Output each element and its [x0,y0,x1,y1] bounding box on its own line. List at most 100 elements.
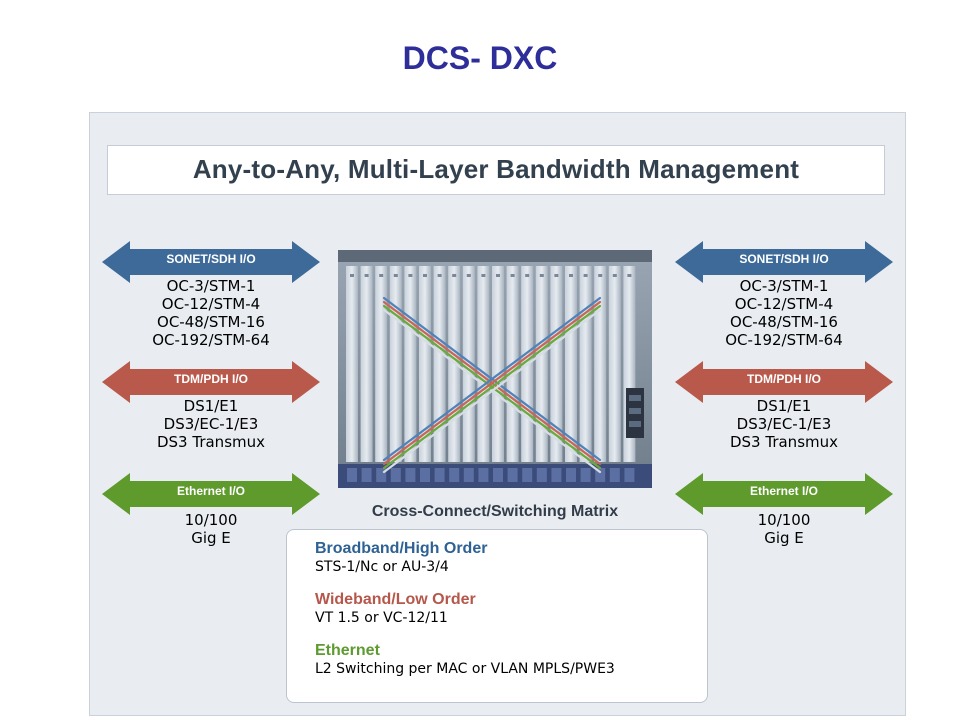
right-ethernet-label: Ethernet I/O [749,484,818,498]
chassis-card [579,266,592,462]
io-line: DS3 Transmux [729,433,839,451]
left-sonet-arrow: SONET/SDH I/O [102,241,320,283]
card-foot [580,468,591,482]
left-tdm-label: TDM/PDH I/O [174,372,248,386]
card-led [510,274,515,277]
io-line: Gig E [764,529,804,547]
card-foot [566,468,576,482]
io-line: DS1/E1 [183,397,239,415]
left-sonet-label: SONET/SDH I/O [166,252,256,266]
left-tdm-arrow: TDM/PDH I/O [102,361,320,403]
right-sonet-lines: OC-3/STM-1 OC-12/STM-4 OC-48/STM-16 OC-1… [675,277,893,349]
io-line: DS3/EC-1/E3 [163,415,259,433]
card-foot [405,468,416,482]
chassis-card [550,266,563,462]
right-tdm-lines: DS1/E1 DS3/EC-1/E3 DS3 Transmux [675,397,893,451]
legend-head: Ethernet [315,642,380,659]
chassis-card [565,266,577,462]
left-tdm-lines: DS1/E1 DS3/EC-1/E3 DS3 Transmux [102,397,320,451]
double-arrow-icon [675,361,893,403]
chassis-card [375,266,388,462]
card-foot [478,468,489,482]
card-foot [376,468,387,482]
io-line: DS3 Transmux [156,433,266,451]
card-led [379,274,384,277]
card-foot [595,468,606,482]
right-ethernet-lines: 10/100 Gig E [675,511,893,547]
chassis-card [419,266,431,462]
chassis-card [608,266,621,462]
card-led [364,274,369,277]
card-foot [551,468,562,482]
card-led [583,274,588,277]
legend-box: Broadband/High Order STS-1/Nc or AU-3/4 … [286,529,708,703]
card-foot [390,468,401,482]
io-line: OC-192/STM-64 [152,331,270,349]
right-ethernet-arrow: Ethernet I/O [675,473,893,515]
card-foot [522,468,533,482]
card-foot [420,468,430,482]
card-led [466,274,471,277]
left-ethernet-label: Ethernet I/O [176,484,245,498]
legend-desc: VT 1.5 or VC-12/11 [315,610,448,626]
card-led [525,274,530,277]
card-led [423,274,427,277]
chassis-card [477,266,490,462]
chassis-card [433,266,446,462]
card-foot [507,468,518,482]
legend-item-broadband: Broadband/High Order STS-1/Nc or AU-3/4 [315,540,487,575]
card-foot [347,468,357,482]
double-arrow-icon [102,361,320,403]
card-led [569,274,573,277]
chassis-card [594,266,607,462]
io-line: OC-192/STM-64 [725,331,843,349]
double-arrow-icon [102,473,320,515]
io-line: OC-3/STM-1 [739,277,829,295]
banner-title: Any-to-Any, Multi-Layer Bandwidth Manage… [192,154,800,184]
switching-matrix-chassis [338,250,652,488]
io-line: 10/100 [757,511,811,529]
legend-item-wideband: Wideband/Low Order VT 1.5 or VC-12/11 [315,591,476,626]
right-sonet-arrow: SONET/SDH I/O [675,241,893,283]
card-foot [609,468,620,482]
matrix-caption: Cross-Connect/Switching Matrix [371,503,619,520]
io-line: Gig E [191,529,231,547]
io-line: OC-3/STM-1 [166,277,256,295]
chassis-card [492,266,504,462]
legend-desc: L2 Switching per MAC or VLAN MPLS/PWE3 [315,661,615,677]
card-led [437,274,442,277]
left-ethernet-arrow: Ethernet I/O [102,473,320,515]
legend-head: Wideband/Low Order [315,591,476,608]
card-led [350,274,354,277]
legend-head: Broadband/High Order [315,540,488,557]
io-line: 10/100 [184,511,238,529]
card-led [393,274,398,277]
card-led [481,274,486,277]
chassis-card [360,266,373,462]
card-foot [536,468,547,482]
io-line: OC-12/STM-4 [734,295,834,313]
card-foot [493,468,503,482]
card-led [554,274,559,277]
card-led [539,274,544,277]
chassis-card [389,266,402,462]
double-arrow-icon [102,241,320,283]
card-foot [624,468,635,482]
io-line: DS3/EC-1/E3 [736,415,832,433]
io-line: OC-12/STM-4 [161,295,261,313]
legend-item-ethernet: Ethernet L2 Switching per MAC or VLAN MP… [315,642,615,677]
io-line: OC-48/STM-16 [730,313,838,331]
io-line: DS1/E1 [756,397,812,415]
io-line: OC-48/STM-16 [157,313,265,331]
card-foot [449,468,460,482]
card-foot [434,468,445,482]
right-tdm-label: TDM/PDH I/O [747,372,821,386]
legend-desc: STS-1/Nc or AU-3/4 [315,559,449,575]
card-led [627,274,632,277]
card-foot [463,468,474,482]
chassis-card [404,266,417,462]
slide-title: DCS- DXC [402,40,558,76]
card-led [452,274,457,277]
card-led [598,274,603,277]
chassis-card [346,266,358,462]
